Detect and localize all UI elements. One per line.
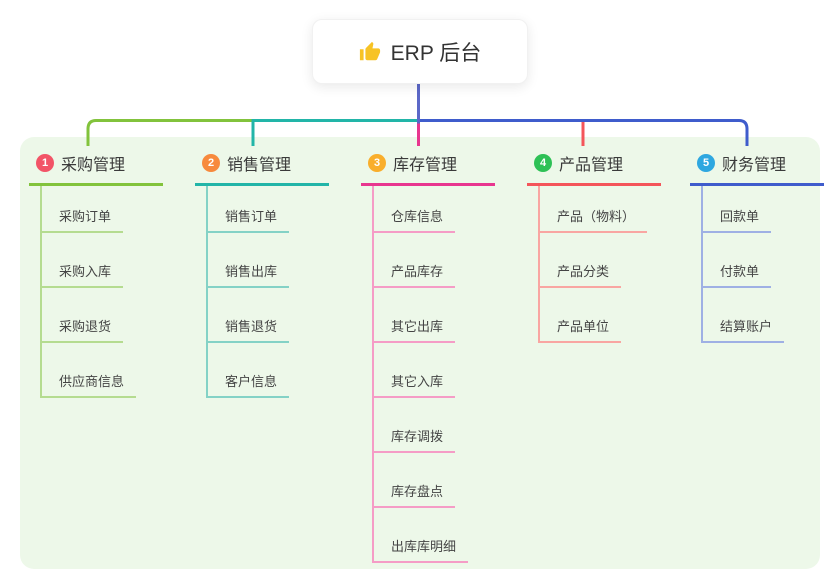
branch-children: 销售订单销售出库销售退货客户信息 [206,186,329,398]
branch-node-2[interactable]: 2 销售管理 [195,146,329,186]
child-row: 结算账户 [703,288,824,343]
child-row: 其它出库 [374,288,495,343]
branch-node-label: 销售管理 [227,157,292,174]
child-node-label[interactable]: 出库库明细 [374,536,469,563]
branch-node-label: 采购管理 [61,157,126,174]
branch-number-badge: 1 [36,154,54,172]
branch-node-4[interactable]: 4 产品管理 [527,146,661,186]
child-row: 付款单 [703,233,824,288]
branch-children: 产品（物料） 产品分类产品单位 [538,186,661,343]
child-node-label[interactable]: 库存盘点 [374,481,456,508]
branch-node-3[interactable]: 3 库存管理 [361,146,495,186]
child-node-label[interactable]: 其它入库 [374,371,456,398]
child-row: 产品库存 [374,233,495,288]
root-node[interactable]: ERP 后台 [312,19,528,84]
branch-node-label: 财务管理 [722,157,787,174]
branch-node-label: 库存管理 [393,157,458,174]
child-row: 采购订单 [42,186,163,233]
child-row: 客户信息 [208,343,329,398]
branch-children: 采购订单采购入库采购退货供应商信息 [40,186,163,398]
child-node-label[interactable]: 其它出库 [374,316,456,343]
child-node-label[interactable]: 付款单 [703,261,772,288]
branch-children: 仓库信息产品库存其它出库其它入库库存调拨库存盘点出库库明细 [372,186,495,563]
branch-3: 3 库存管理仓库信息产品库存其它出库其它入库库存调拨库存盘点出库库明细 [361,146,495,563]
child-node-label[interactable]: 产品分类 [540,261,622,288]
child-node-label[interactable]: 产品单位 [540,316,622,343]
connector-branch-5 [418,119,749,146]
branch-1: 1 采购管理采购订单采购入库采购退货供应商信息 [29,146,163,398]
branch-number-badge: 5 [697,154,715,172]
connector-branch-2 [251,119,419,146]
child-row: 销售退货 [208,288,329,343]
branch-connectors [86,84,749,146]
child-row: 销售订单 [208,186,329,233]
child-node-label[interactable]: 采购入库 [42,261,124,288]
child-row: 供应商信息 [42,343,163,398]
branch-5: 5 财务管理回款单付款单结算账户 [690,146,824,343]
child-row: 其它入库 [374,343,495,398]
child-row: 采购退货 [42,288,163,343]
branch-number-badge: 3 [368,154,386,172]
branch-node-label: 产品管理 [559,157,624,174]
branch-number-badge: 2 [202,154,220,172]
child-node-label[interactable]: 采购退货 [42,316,124,343]
thumbs-up-icon [359,41,381,63]
child-row: 产品单位 [540,288,661,343]
child-row: 库存盘点 [374,453,495,508]
child-row: 产品（物料） [540,186,661,233]
child-node-label[interactable]: 销售订单 [208,206,290,233]
root-node-label: ERP 后台 [390,41,482,65]
connector-branch-4 [418,119,585,146]
branch-node-1[interactable]: 1 采购管理 [29,146,163,186]
child-row: 仓库信息 [374,186,495,233]
child-node-label[interactable]: 销售退货 [208,316,290,343]
connector-branch-1 [86,119,419,146]
child-node-label[interactable]: 产品（物料） [540,206,648,233]
child-row: 采购入库 [42,233,163,288]
child-row: 出库库明细 [374,508,495,563]
child-node-label[interactable]: 库存调拨 [374,426,456,453]
child-node-label[interactable]: 采购订单 [42,206,124,233]
branch-2: 2 销售管理销售订单销售出库销售退货客户信息 [195,146,329,398]
child-row: 回款单 [703,186,824,233]
child-node-label[interactable]: 回款单 [703,206,772,233]
branch-node-5[interactable]: 5 财务管理 [690,146,824,186]
branch-number-badge: 4 [534,154,552,172]
child-node-label[interactable]: 仓库信息 [374,206,456,233]
child-row: 销售出库 [208,233,329,288]
child-node-label[interactable]: 销售出库 [208,261,290,288]
branch-children: 回款单付款单结算账户 [701,186,824,343]
child-node-label[interactable]: 产品库存 [374,261,456,288]
child-row: 库存调拨 [374,398,495,453]
child-row: 产品分类 [540,233,661,288]
mindmap-background-panel [20,137,820,569]
branch-4: 4 产品管理产品（物料） 产品分类产品单位 [527,146,661,343]
child-node-label[interactable]: 客户信息 [208,371,290,398]
child-node-label[interactable]: 供应商信息 [42,371,137,398]
child-node-label[interactable]: 结算账户 [703,316,785,343]
